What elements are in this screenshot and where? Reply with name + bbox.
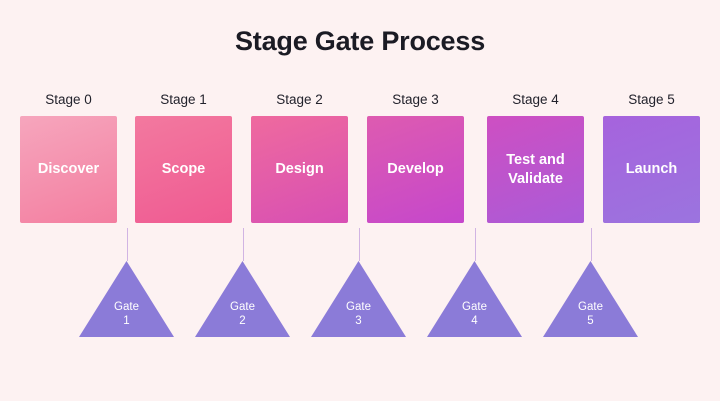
stage-label-3: Stage 3 bbox=[392, 92, 439, 107]
stage-column-1: Stage 1 Scope bbox=[135, 90, 232, 223]
gate-triangle-svg-1 bbox=[79, 261, 174, 337]
stage-label-4: Stage 4 bbox=[512, 92, 559, 107]
connector-line-2 bbox=[359, 228, 360, 261]
gate-triangle-svg-4 bbox=[427, 261, 522, 337]
stage-box-1[interactable]: Scope bbox=[135, 116, 232, 223]
gate-triangle-2 bbox=[195, 261, 290, 337]
stage-label-2: Stage 2 bbox=[276, 92, 323, 107]
stage-label-1: Stage 1 bbox=[160, 92, 207, 107]
gate-triangle-4 bbox=[427, 261, 522, 337]
page-title: Stage Gate Process bbox=[234, 26, 486, 56]
gate-triangle-3 bbox=[311, 261, 406, 337]
gate-triangle-svg-3 bbox=[311, 261, 406, 337]
stage-label-0: Stage 0 bbox=[45, 92, 92, 107]
gate-triangle-svg-2 bbox=[195, 261, 290, 337]
stage-box-5[interactable]: Launch bbox=[603, 116, 700, 223]
connector-line-3 bbox=[475, 228, 476, 261]
stage-box-3[interactable]: Develop bbox=[367, 116, 464, 223]
stage-box-2[interactable]: Design bbox=[251, 116, 348, 223]
stage-column-0: Stage 0 Discover bbox=[20, 90, 117, 223]
connector-line-0 bbox=[127, 228, 128, 261]
stage-label-5: Stage 5 bbox=[628, 92, 675, 107]
stage-column-4: Stage 4 Test and Validate bbox=[487, 90, 584, 223]
stage-box-0[interactable]: Discover bbox=[20, 116, 117, 223]
gate-triangle-5 bbox=[543, 261, 638, 337]
stage-column-2: Stage 2 Design bbox=[251, 90, 348, 223]
gate-triangle-1 bbox=[79, 261, 174, 337]
stage-column-3: Stage 3 Develop bbox=[367, 90, 464, 223]
gate-triangle-svg-5 bbox=[543, 261, 638, 337]
connector-line-1 bbox=[243, 228, 244, 261]
connector-line-4 bbox=[591, 228, 592, 261]
stage-box-4[interactable]: Test and Validate bbox=[487, 116, 584, 223]
stage-column-5: Stage 5 Launch bbox=[603, 90, 700, 223]
